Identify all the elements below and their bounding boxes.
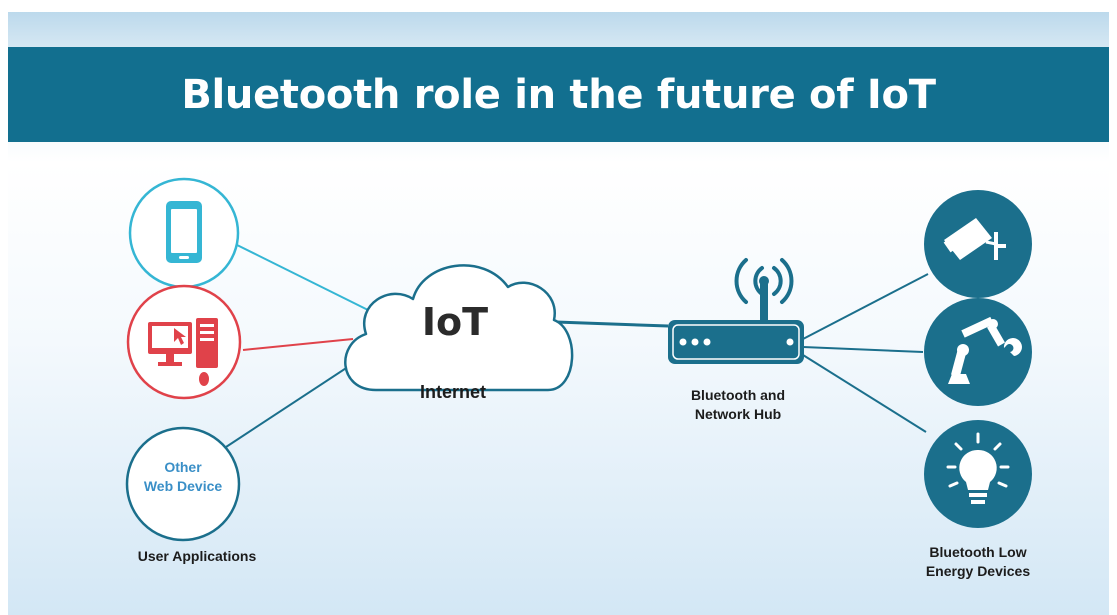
network-hub [668,258,804,364]
title-banner: Bluetooth role in the future of IoT [8,47,1109,142]
light-bulb-icon [946,432,1010,504]
ble-devices-label-line2: Energy Devices [925,563,1031,579]
smartphone-icon [166,201,202,263]
hub-label-line2: Network Hub [694,406,782,422]
smartphone-device [128,177,240,289]
bulb-device [924,420,1032,528]
connector-phone-cloud [234,243,369,311]
diagram-graphics [125,177,1032,542]
connector-hub-robot [802,346,924,353]
diagram-title: Bluetooth role in the future of IoT [181,71,936,118]
user-applications-label: User Applications [137,548,257,564]
other-web-device [125,426,241,542]
desktop-device [126,284,242,400]
wifi-signal-icon [734,258,794,322]
cloud-shape [344,264,574,392]
connector-hub-bulb [802,354,927,433]
cloud-label: Internet [419,382,486,402]
robotic-arm-icon [948,316,1022,384]
connector-web-cloud [225,356,364,448]
ble-devices-label: Bluetooth Low Energy Devices [908,543,1048,581]
hub-label: Bluetooth and Network Hub [668,386,808,424]
cloud-title: IoT [421,300,489,344]
connector-desktop-cloud [242,338,354,351]
robot-device [924,298,1032,406]
connector-hub-camera [802,273,929,340]
diagram-canvas: Bluetooth role in the future of IoT [8,12,1109,615]
camera-device [924,190,1032,298]
other-web-device-line2: Web Device [143,478,223,494]
security-camera-icon [943,218,1006,260]
desktop-computer-icon [148,318,218,386]
other-web-device-label: Other Web Device [128,458,238,496]
other-web-device-line1: Other [164,459,202,475]
hub-label-line1: Bluetooth and [690,387,786,403]
connector-lines [225,243,929,448]
ble-devices-label-line1: Bluetooth Low [929,544,1027,560]
connector-cloud-hub [555,320,669,328]
